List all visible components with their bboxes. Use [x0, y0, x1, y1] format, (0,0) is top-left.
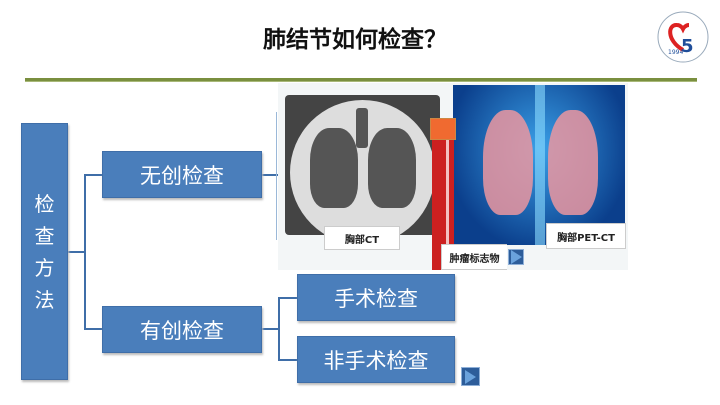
invasive-exam-box: 有创检查 [102, 306, 262, 353]
connector [278, 297, 297, 299]
root-char: 检 [34, 191, 55, 216]
tumor-marker-label: 肿瘤标志物 [441, 244, 507, 270]
root-char: 查 [34, 223, 55, 248]
exam-methods-box: 检 查 方 法 [21, 123, 68, 380]
pet-ct-label: 胸部PET-CT [546, 223, 626, 249]
noninvasive-exam-box: 无创检查 [102, 151, 262, 198]
slide-title: 肺结节如何检查？ [263, 27, 447, 53]
exam-images: 胸部CT 胸部PET-CT 肿瘤标志物 [278, 83, 628, 270]
connector [84, 328, 102, 330]
nonsurgical-exam-box: 非手术检查 [297, 336, 455, 383]
connector [262, 328, 278, 330]
connector [84, 174, 86, 330]
connector [84, 174, 102, 176]
svg-text:1994: 1994 [668, 49, 683, 56]
connector [68, 251, 84, 253]
connector [278, 359, 297, 361]
chest-ct-image [285, 95, 440, 235]
connector [278, 297, 280, 360]
svg-text:5: 5 [681, 36, 694, 57]
ct-label: 胸部CT [324, 226, 400, 250]
blood-tube-image [430, 118, 456, 270]
connector [276, 112, 277, 240]
hospital-logo-icon: 5 1994 [657, 11, 709, 63]
root-char: 法 [34, 287, 55, 312]
root-char: 方 [34, 255, 55, 280]
chest-pet-ct-image [453, 85, 625, 245]
connector [262, 174, 278, 176]
surgical-exam-box: 手术检查 [297, 274, 455, 321]
play-button[interactable] [508, 249, 524, 265]
play-button[interactable] [461, 367, 480, 386]
title-divider [25, 78, 697, 82]
